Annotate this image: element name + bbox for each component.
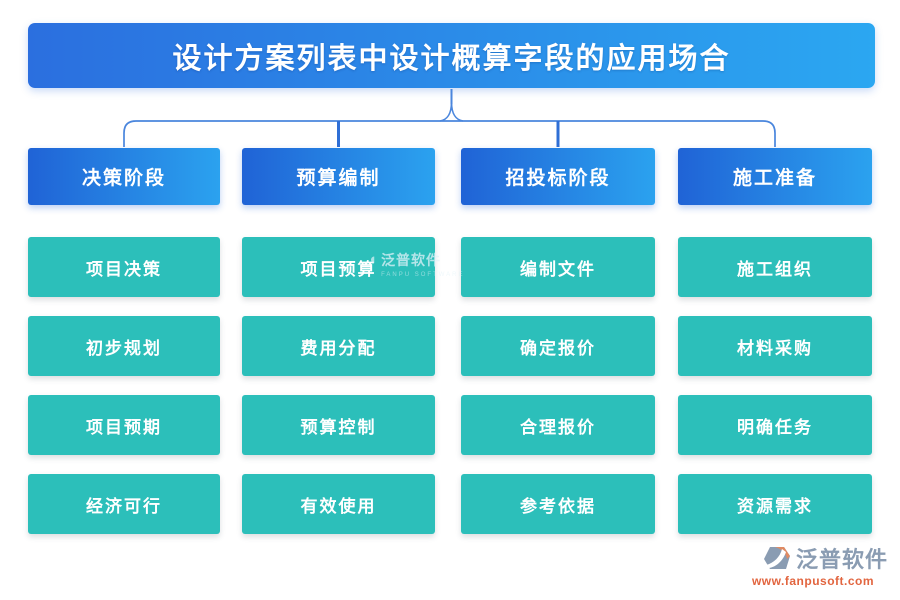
fanpu-logo: 泛普软件 www.fanpusoft.com — [738, 542, 888, 592]
stage-item: 合理报价 — [461, 395, 655, 455]
stage-item: 材料采购 — [678, 316, 872, 376]
stage-item-label: 项目预期 — [86, 417, 162, 437]
stage-item: 明确任务 — [678, 395, 872, 455]
diagram-title-banner: 设计方案列表中设计概算字段的应用场合 — [28, 23, 875, 88]
stage-header-bidding: 招投标阶段 — [461, 148, 655, 205]
diagram-title: 设计方案列表中设计概算字段的应用场合 — [172, 42, 731, 75]
stage-item: 经济可行 — [28, 474, 220, 534]
stage-header-construction-prep: 施工准备 — [678, 148, 872, 205]
stage-item-label: 明确任务 — [737, 417, 813, 437]
stage-item-label: 材料采购 — [737, 338, 813, 358]
connector-rail — [123, 120, 776, 147]
stage-header-budgeting: 预算编制 — [242, 148, 435, 205]
stage-item-label: 资源需求 — [737, 496, 813, 516]
connector-stem-flare-left — [439, 101, 453, 122]
stage-item: 编制文件 — [461, 237, 655, 297]
stage-item-label: 合理报价 — [520, 417, 596, 437]
stage-item-label: 费用分配 — [300, 338, 377, 358]
stage-item: 资源需求 — [678, 474, 872, 534]
stage-item-label: 初步规划 — [86, 338, 162, 358]
stage-item: 确定报价 — [461, 316, 655, 376]
stage-item: 施工组织 — [678, 237, 872, 297]
stage-item: 项目预期 — [28, 395, 220, 455]
fanpu-logo-name: 泛普软件 — [795, 547, 888, 572]
stage-item: 有效使用 — [242, 474, 435, 534]
stage-item-label: 经济可行 — [86, 496, 162, 516]
stage-item: 项目决策 — [28, 237, 220, 297]
stage-header-label: 预算编制 — [296, 168, 381, 189]
stage-item-label: 施工组织 — [737, 259, 813, 279]
stage-header-decision: 决策阶段 — [28, 148, 220, 205]
stage-item-label: 编制文件 — [520, 259, 596, 279]
stage-item-label: 项目预算 — [300, 259, 377, 279]
stage-header-label: 决策阶段 — [81, 168, 166, 189]
fanpu-logo-icon — [763, 547, 790, 569]
connector-stem-flare-right — [450, 101, 464, 122]
stage-item-label: 预算控制 — [300, 417, 377, 437]
stage-item-label: 项目决策 — [86, 259, 162, 279]
stage-item: 费用分配 — [242, 316, 435, 376]
stage-item-label: 参考依据 — [520, 496, 596, 516]
stage-item: 初步规划 — [28, 316, 220, 376]
stage-item: 参考依据 — [461, 474, 655, 534]
stage-item: 项目预算 — [242, 237, 435, 297]
stage-header-label: 施工准备 — [732, 168, 817, 189]
fanpu-logo-url: www.fanpusoft.com — [751, 574, 875, 588]
stage-header-label: 招投标阶段 — [505, 168, 611, 189]
stage-item-label: 有效使用 — [300, 496, 377, 516]
stage-item-label: 确定报价 — [520, 338, 596, 358]
stage-item: 预算控制 — [242, 395, 435, 455]
